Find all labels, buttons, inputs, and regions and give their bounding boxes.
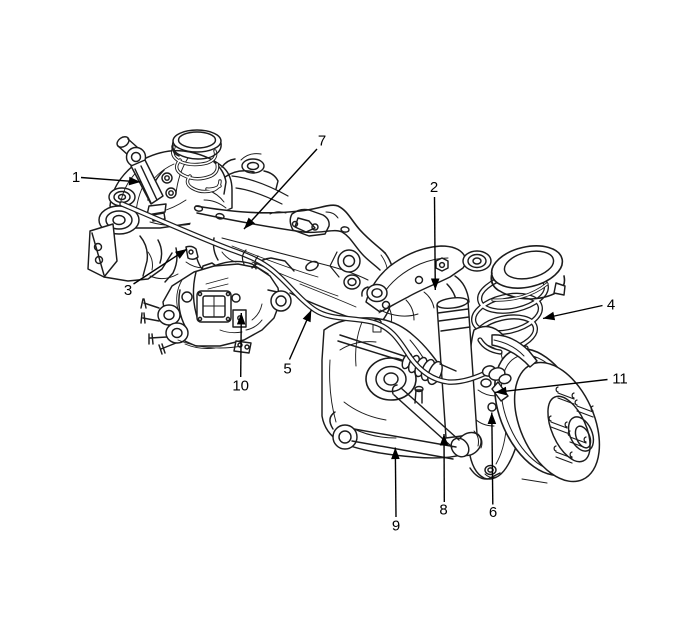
svg-text:3: 3	[124, 282, 132, 299]
svg-text:9: 9	[392, 517, 400, 534]
svg-text:6: 6	[489, 504, 497, 521]
svg-text:4: 4	[607, 296, 615, 313]
svg-text:5: 5	[283, 360, 291, 377]
svg-text:10: 10	[232, 377, 249, 394]
svg-text:7: 7	[318, 132, 326, 149]
svg-text:11: 11	[612, 370, 628, 387]
svg-text:1: 1	[72, 169, 80, 186]
svg-text:8: 8	[439, 501, 447, 518]
svg-text:2: 2	[430, 179, 438, 196]
